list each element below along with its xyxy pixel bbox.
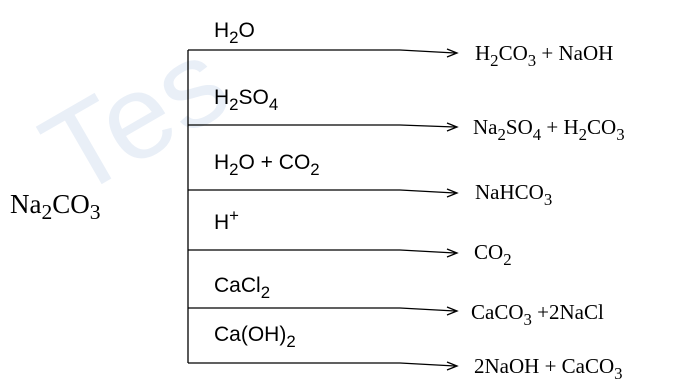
product-label: H2​CO3​ + NaOH (475, 41, 613, 70)
product-label: 2NaOH + CaCO3​ (474, 354, 623, 379)
reaction-branch-1: H2​O H2​CO3​ + NaOH (188, 19, 613, 70)
source-compound: Na2​CO3​ (10, 189, 101, 224)
reaction-branch-3: H2​O + CO2​ NaHCO3​ (188, 151, 552, 209)
product-label: CO2​ (474, 240, 512, 269)
branch-arrow-line (188, 362, 456, 367)
branch-arrow-line (188, 124, 456, 128)
reagent-label: CaCl2​ (214, 274, 270, 302)
arrow-head-icon (446, 361, 459, 371)
arrow-head-icon (446, 48, 459, 58)
reaction-branches: H2​O H2​CO3​ + NaOH H2​SO4​ Na2​SO4​ + H2​C… (188, 19, 625, 379)
branch-arrow-line (188, 249, 456, 254)
reaction-branch-6: Ca(OH)2​ 2NaOH + CaCO3​ (188, 323, 623, 379)
reagent-label: Ca(OH)2​ (214, 323, 296, 351)
reagent-label: H+​ (214, 206, 239, 234)
branch-arrow-line (188, 189, 456, 194)
reaction-branch-5: CaCl2​ CaCO3​ +2NaCl (188, 274, 604, 329)
reagent-label: H2​SO4​ (214, 86, 278, 114)
arrow-head-icon (446, 122, 459, 132)
product-label: CaCO3​ +2NaCl (471, 300, 604, 329)
product-label: NaHCO3​ (475, 180, 552, 209)
reagent-label: H2​O + CO2​ (214, 151, 320, 179)
arrow-head-icon (446, 188, 459, 198)
branch-arrow-line (188, 307, 456, 312)
branch-arrow-line (188, 49, 456, 54)
product-label: Na2​SO4​ + H2​CO3​ (473, 115, 625, 144)
reaction-branch-4: H+​ CO2​ (188, 206, 512, 269)
reaction-branch-2: H2​SO4​ Na2​SO4​ + H2​CO3​ (188, 86, 625, 144)
arrow-head-icon (446, 306, 459, 316)
arrow-head-icon (446, 248, 459, 258)
reagent-label: H2​O (214, 19, 255, 47)
